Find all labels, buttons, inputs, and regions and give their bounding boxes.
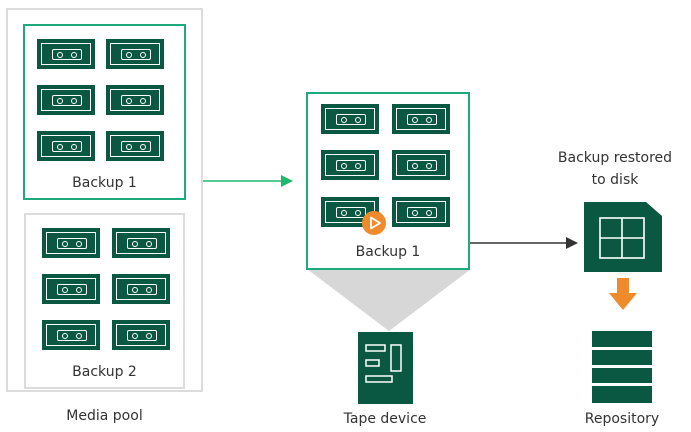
backup1-device-label: Backup 1: [355, 244, 421, 260]
tape-cartridge-icon: [42, 228, 100, 258]
arrow-to-tape-device: [203, 175, 293, 187]
tape-cartridge-icon: [106, 39, 164, 69]
arrow-down-to-repository: [609, 278, 637, 310]
tape-cartridge-icon: [321, 104, 379, 134]
tape-cartridge-icon: [392, 197, 450, 227]
play-icon: [362, 211, 386, 235]
backup-restored-label-line1: Backup restored: [557, 150, 673, 166]
tape-cartridge-icon: [42, 274, 100, 304]
tape-cartridge-icon: [112, 228, 170, 258]
tape-cartridge-icon: [37, 85, 95, 115]
tape-device-label: Tape device: [343, 411, 427, 427]
restored-disk-icon: [584, 202, 662, 272]
arrow-to-disk: [470, 237, 578, 249]
tape-cartridge-icon: [106, 85, 164, 115]
tape-device-icon: [358, 332, 413, 404]
tape-cartridge-icon: [112, 320, 170, 350]
backup2-pool-label: Backup 2: [72, 364, 137, 380]
tape-cartridge-icon: [392, 150, 450, 180]
backup2-pool-group: [24, 213, 185, 389]
funnel-shape: [307, 269, 471, 331]
tape-cartridge-icon: [106, 131, 164, 161]
backup1-pool-label: Backup 1: [72, 175, 137, 191]
tape-cartridge-icon: [392, 104, 450, 134]
tape-cartridge-icon: [112, 274, 170, 304]
repository-icon: [592, 331, 652, 403]
tape-cartridge-icon: [42, 320, 100, 350]
backup1-pool-group: [23, 24, 186, 200]
tape-cartridge-icon: [37, 39, 95, 69]
media-pool-container: [6, 8, 203, 392]
tape-cartridge-icon: [37, 131, 95, 161]
repository-label: Repository: [584, 411, 660, 427]
tape-cartridge-icon: [321, 150, 379, 180]
backup-restored-label-line2: to disk: [591, 172, 639, 188]
media-pool-label: Media pool: [66, 408, 143, 424]
